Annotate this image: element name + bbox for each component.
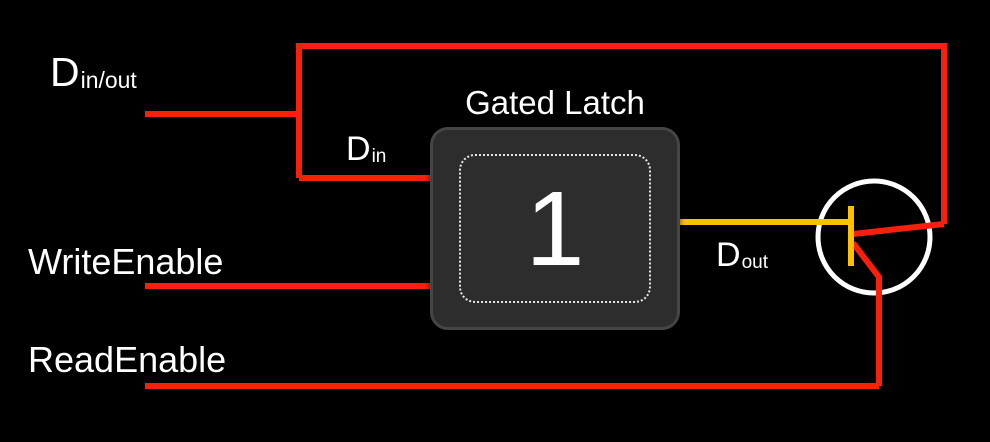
label-din-base: D — [346, 130, 371, 168]
label-read-enable: ReadEnable — [28, 339, 227, 380]
label-din-out: Din/out — [50, 52, 137, 93]
gated-latch-box: 1 — [430, 127, 680, 330]
label-din: Din — [346, 132, 386, 166]
label-din-sub: in — [371, 145, 387, 167]
latch-inner-dotted-border: 1 — [459, 154, 651, 303]
gated-latch-title: Gated Latch — [465, 84, 645, 121]
label-dout-base: D — [716, 236, 741, 274]
label-dout: Dout — [716, 238, 768, 272]
transistor-circle-icon — [815, 178, 933, 296]
label-dout-sub: out — [741, 251, 769, 273]
wire-feedback-top — [296, 43, 947, 224]
label-din-out-sub: in/out — [80, 67, 137, 94]
wire-transistor-collector — [852, 221, 945, 237]
latch-stored-bit: 1 — [525, 169, 585, 288]
label-din-out-base: D — [50, 49, 80, 95]
label-write-enable: WriteEnable — [28, 241, 224, 282]
wire-transistor-emitter — [850, 241, 882, 386]
